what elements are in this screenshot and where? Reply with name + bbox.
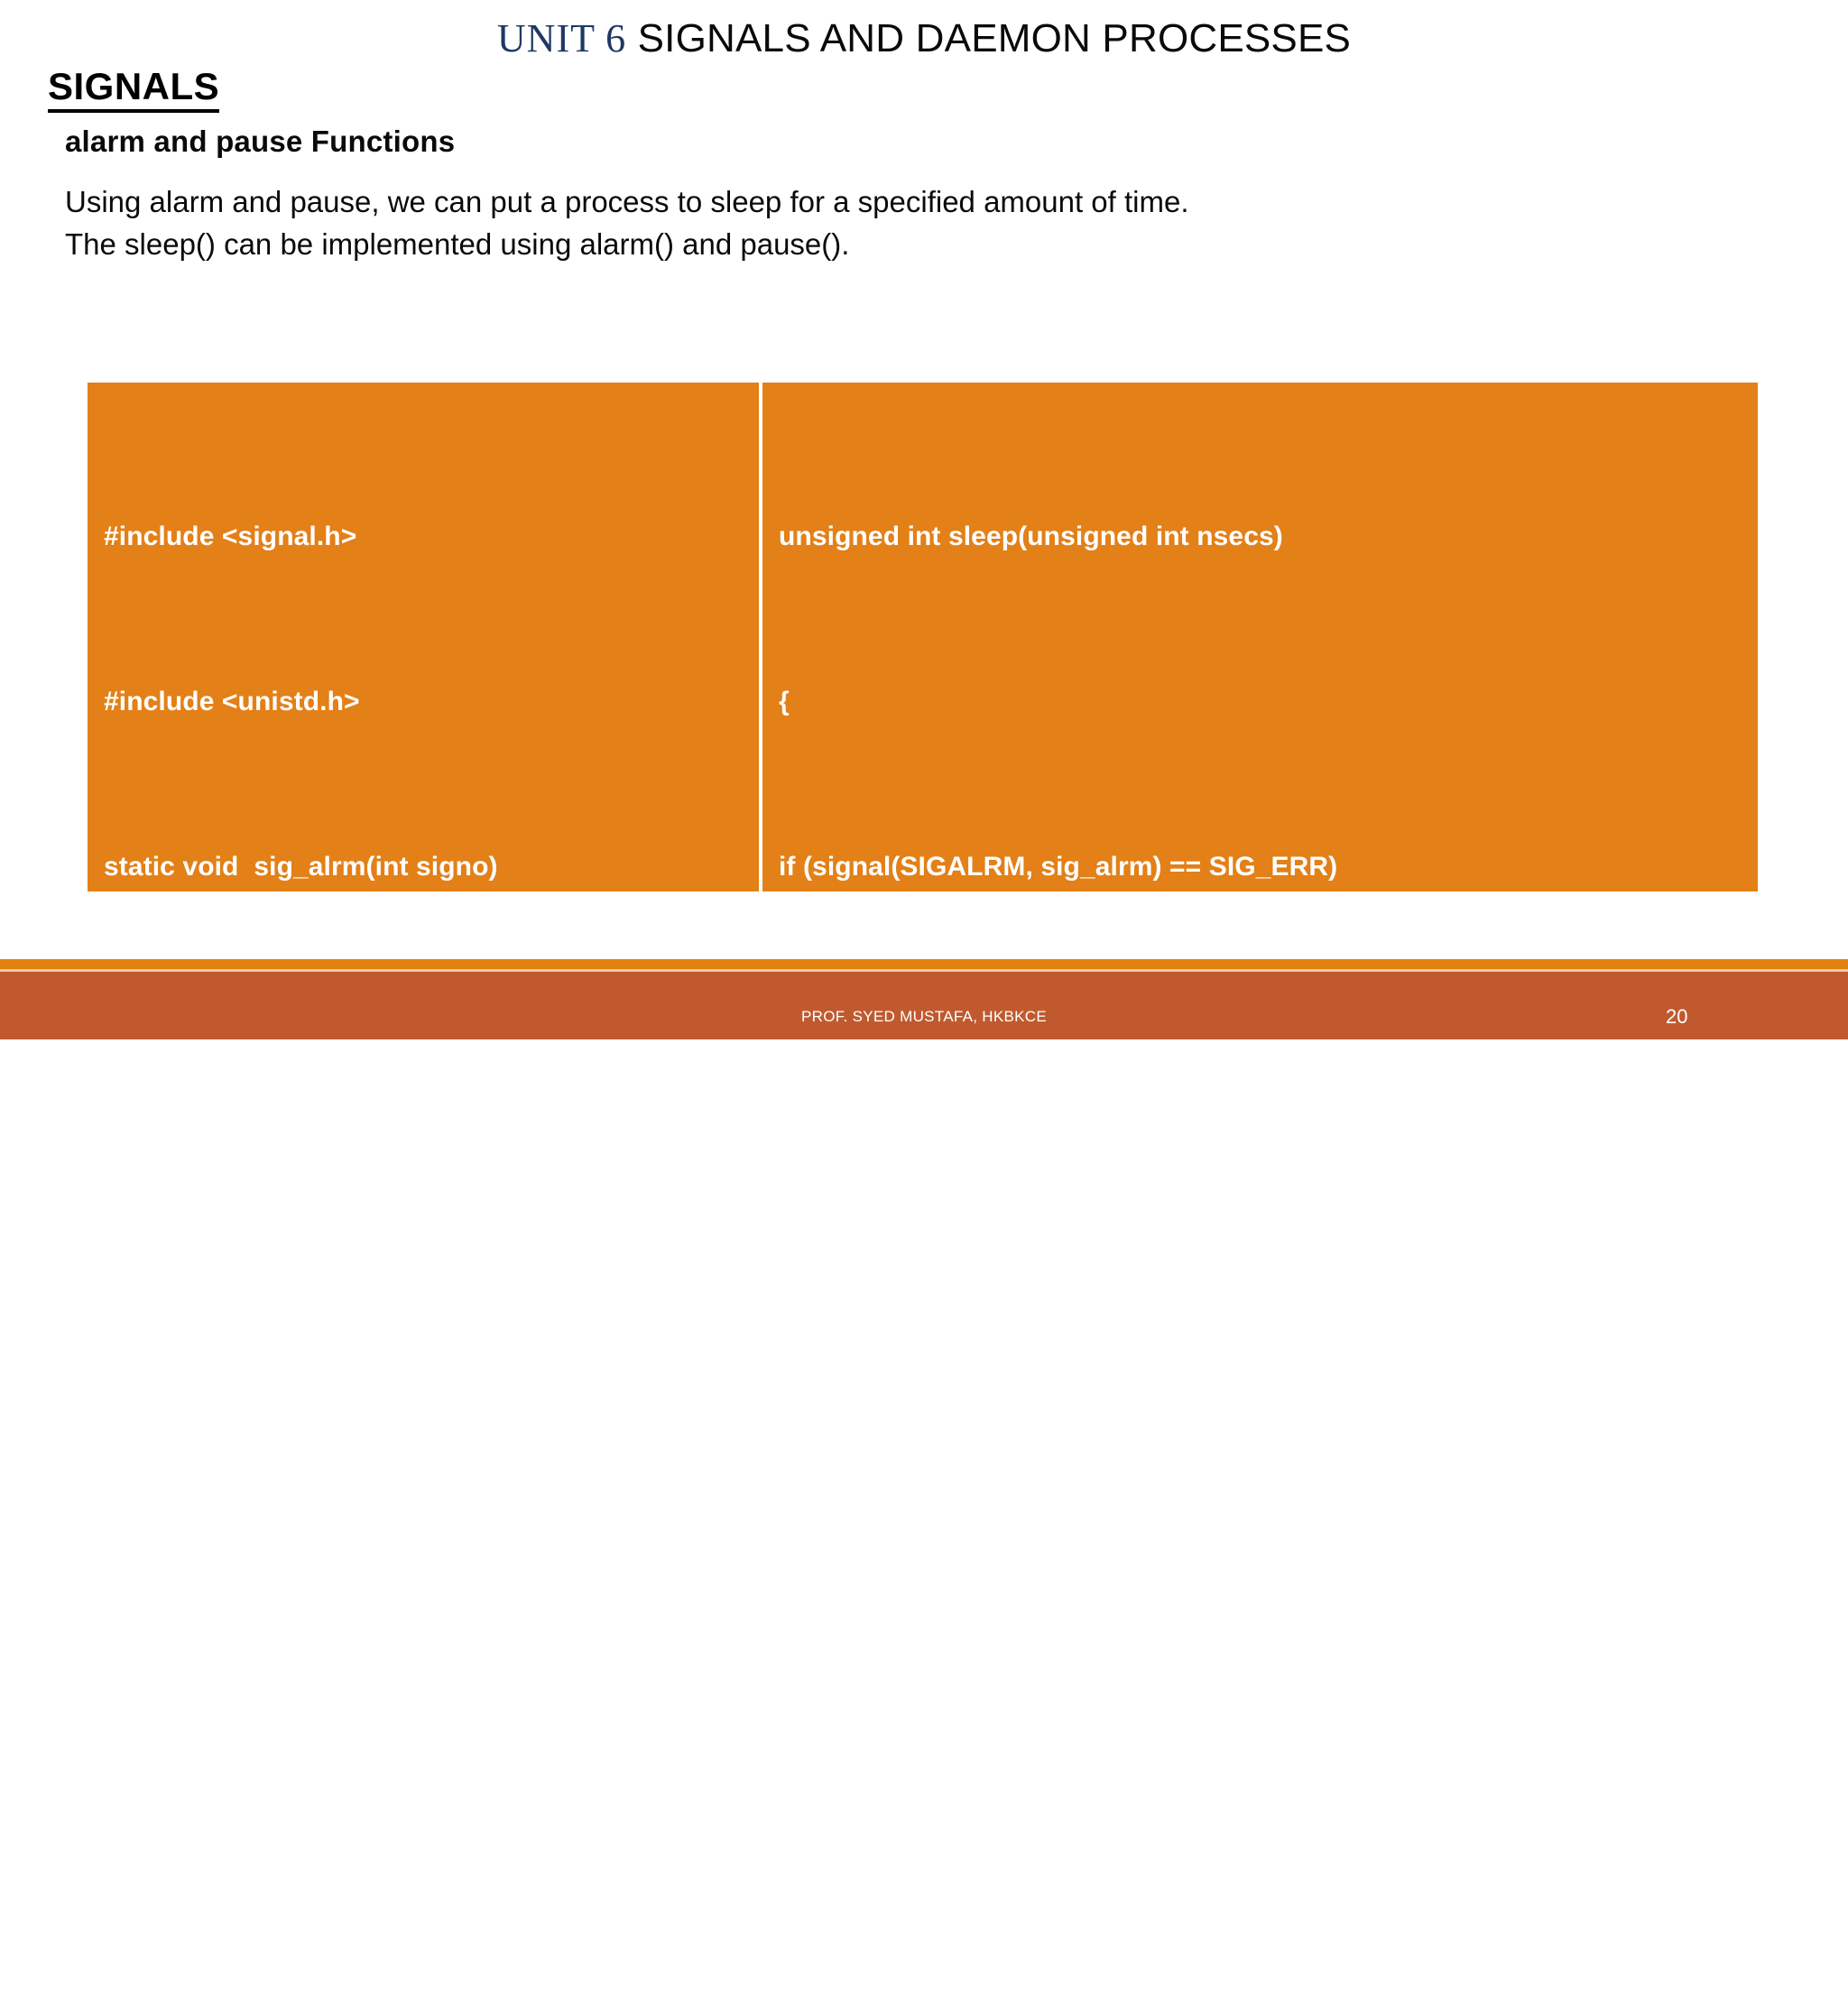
code-line: #include <signal.h> <box>104 522 357 551</box>
footer-accent-strip <box>0 959 1848 969</box>
sub-heading: alarm and pause Functions <box>65 125 456 158</box>
body-paragraph-line-1: Using alarm and pause, we can put a proc… <box>65 185 1189 218</box>
code-line: return(alarm(0)); <box>779 1512 992 1542</box>
code-line: static void sig_alrm(int signo) <box>104 852 498 882</box>
code-line: unsigned int sleep(unsigned int nsecs) <box>779 522 1283 551</box>
code-line: alarm(nsecs); /* start the timer */ <box>779 1182 1197 1212</box>
footer-page-number: 20 <box>1666 1005 1688 1028</box>
code-line: pause(); /* next caught signal wakes us … <box>779 1347 1361 1377</box>
footer-bar <box>0 972 1848 1039</box>
code-line: /* turn off timer, return unslept time *… <box>779 1677 1261 1707</box>
code-line: { <box>779 687 790 716</box>
body-paragraph-line-2: The sleep() can be implemented using ala… <box>65 227 850 261</box>
section-heading-label: SIGNALS <box>48 65 220 113</box>
page-title-rest: SIGNALS AND DAEMON PROCESSES <box>626 16 1352 60</box>
footer-hairline <box>0 969 1848 972</box>
code-line: /* nothing to do, just return to <box>104 1182 487 1212</box>
code-column-right: unsigned int sleep(unsigned int nsecs) {… <box>762 383 1758 1872</box>
page-title: UNIT 6 SIGNALS AND DAEMON PROCESSES <box>0 14 1848 63</box>
code-line: } <box>779 1843 790 1872</box>
code-line: if (signal(SIGALRM, sig_alrm) == SIG_ERR… <box>779 852 1338 882</box>
code-line: } <box>104 1512 115 1542</box>
footer-author: PROF. SYED MUSTAFA, HKBKCE <box>801 1008 1047 1025</box>
section-heading: SIGNALS <box>48 65 220 113</box>
code-column-left: #include <signal.h> #include <unistd.h> … <box>88 383 762 1542</box>
body-paragraph: Using alarm and pause, we can put a proc… <box>65 180 1328 265</box>
code-line: wake up the pause */ <box>104 1347 373 1377</box>
code-line: #include <unistd.h> <box>104 687 360 716</box>
code-table: #include <signal.h> #include <unistd.h> … <box>88 383 1758 1872</box>
page-title-unit: UNIT 6 <box>496 16 627 60</box>
